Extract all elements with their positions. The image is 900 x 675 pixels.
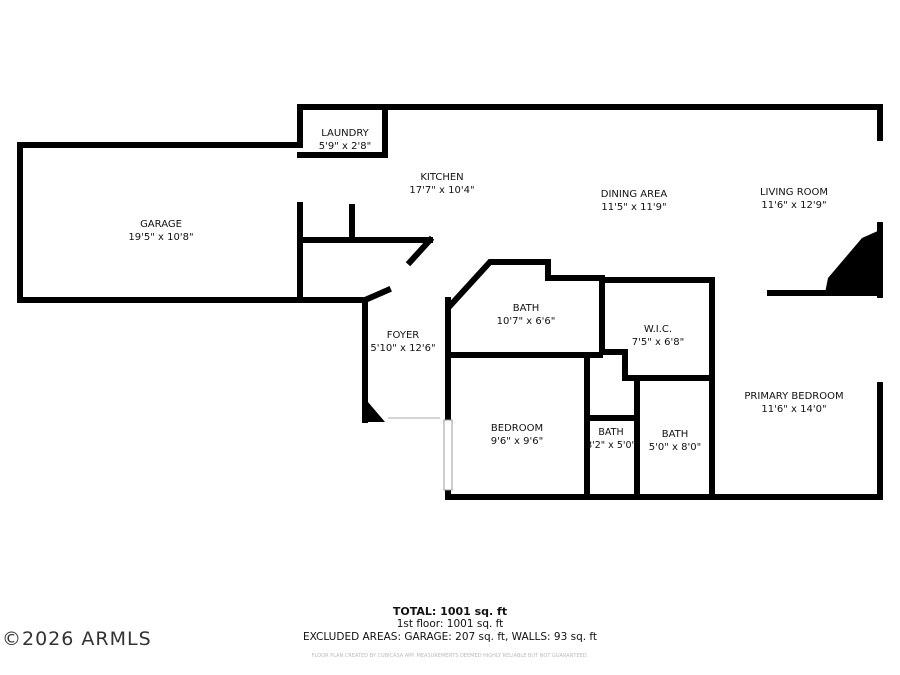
room-kitchen: KITCHEN 17'7" x 10'4" (409, 171, 474, 197)
total-area: TOTAL: 1001 sq. ft (392, 605, 508, 618)
watermark: ©2026 ARMLS (2, 628, 152, 650)
disclaimer: FLOOR PLAN CREATED BY CUBICASA APP. MEAS… (311, 653, 589, 659)
room-bath-small: BATH 3'2" x 5'0" (586, 426, 636, 452)
exterior-top-wall (297, 104, 883, 141)
room-dims: 3'2" x 5'0" (586, 440, 636, 451)
room-bedroom: BEDROOM 9'6" x 9'6" (491, 422, 543, 448)
room-dims: 7'5" x 6'8" (631, 337, 685, 348)
room-name: PRIMARY BEDROOM (744, 391, 844, 402)
room-name: LIVING ROOM (759, 187, 829, 198)
hall-bath-walls (445, 259, 605, 358)
room-name: KITCHEN (420, 172, 464, 183)
laundry-walls (297, 104, 388, 158)
room-name: BEDROOM (490, 423, 544, 434)
room-bath-hall: BATH 10'7" x 6'6" (497, 302, 556, 328)
room-dims: 11'6" x 12'9" (761, 200, 827, 211)
room-dims: 11'5" x 11'9" (601, 202, 667, 213)
room-dims: 5'10" x 12'6" (370, 343, 436, 354)
garage-walls (17, 142, 368, 303)
fireplace (825, 230, 880, 293)
floor-area: 1st floor: 1001 sq. ft (396, 618, 504, 630)
wic-walls (599, 277, 715, 381)
room-living: LIVING ROOM 11'6" x 12'9" (760, 186, 828, 212)
room-name: GARAGE (140, 219, 182, 230)
room-name: BATH (512, 303, 540, 314)
room-dims: 11'6" x 14'0" (761, 404, 827, 415)
window (443, 419, 453, 491)
room-foyer: FOYER 5'10" x 12'6" (370, 329, 435, 355)
room-dims: 10'7" x 6'6" (496, 316, 556, 327)
room-dims: 17'7" x 10'4" (409, 185, 475, 196)
room-bath-primary: BATH 5'0" x 8'0" (649, 428, 701, 454)
room-dining: DINING AREA 11'5" x 11'9" (601, 188, 667, 214)
closet-walls (297, 204, 433, 243)
room-name: BATH (598, 427, 624, 438)
room-garage: GARAGE 19'5" x 10'8" (128, 218, 193, 244)
room-dims: 19'5" x 10'8" (128, 232, 194, 243)
room-name: LAUNDRY (321, 128, 369, 139)
room-dims: 5'9" x 2'8" (318, 141, 372, 152)
room-wic: W.I.C. 7'5" x 6'8" (632, 323, 684, 349)
foyer-corner (362, 395, 385, 422)
bedroom-walls (445, 352, 883, 500)
room-name: DINING AREA (600, 189, 668, 200)
room-name: BATH (661, 429, 689, 440)
room-laundry: LAUNDRY 5'9" x 2'8" (319, 127, 371, 153)
room-name: W.I.C. (643, 324, 673, 335)
room-dims: 5'0" x 8'0" (648, 442, 702, 453)
excluded-areas: EXCLUDED AREAS: GARAGE: 207 sq. ft, WALL… (302, 631, 598, 643)
room-dims: 9'6" x 9'6" (490, 436, 544, 447)
room-primary-bedroom: PRIMARY BEDROOM 11'6" x 14'0" (744, 390, 843, 416)
room-name: FOYER (386, 330, 420, 341)
